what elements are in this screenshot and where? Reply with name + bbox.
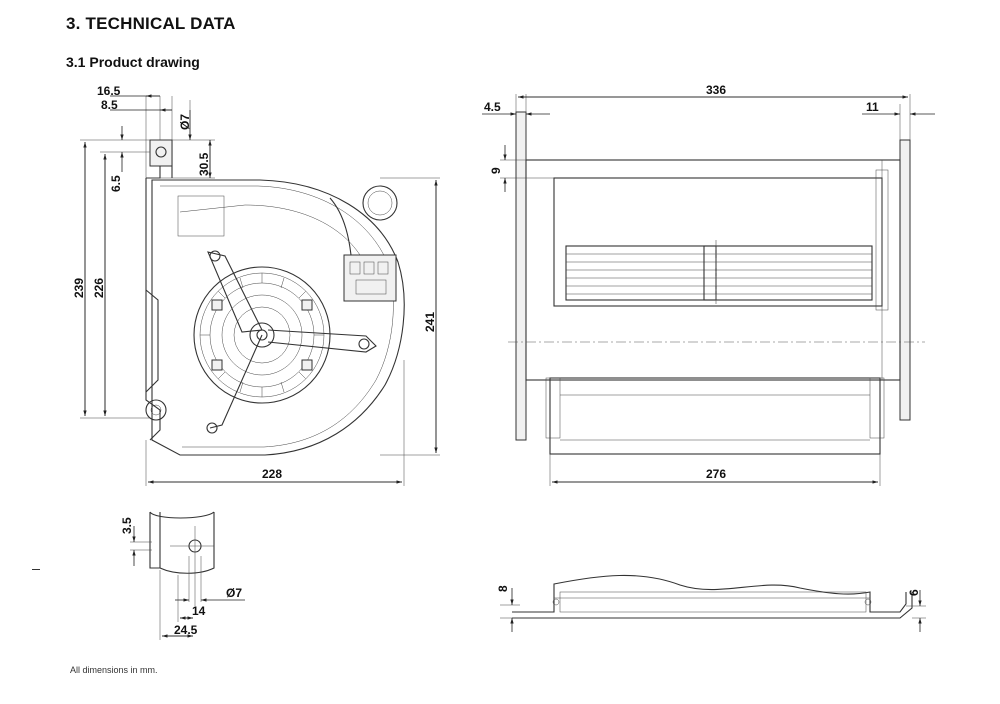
margin-mark [32, 569, 40, 570]
dim-16-5: 16.5 [97, 84, 121, 98]
dim-226: 226 [92, 278, 106, 298]
capacitor-box [177, 195, 225, 237]
terminal-block [343, 254, 397, 302]
mount-detail-view [130, 511, 245, 640]
dim-336: 336 [706, 83, 726, 97]
bottom-view [500, 574, 926, 632]
dim-9: 9 [489, 167, 503, 174]
motor-hub [249, 322, 275, 348]
fan-wheel [565, 245, 873, 301]
outlet-opening [553, 177, 883, 307]
impeller [193, 266, 331, 404]
dim-24-5: 24.5 [174, 623, 198, 637]
dim-241: 241 [423, 312, 437, 332]
top-mount-tab [149, 139, 173, 167]
side-view [482, 94, 935, 486]
dim-14: 14 [192, 604, 206, 618]
housing-body [525, 159, 901, 381]
left-flange [515, 111, 527, 441]
dim-8-5: 8.5 [101, 98, 118, 112]
dim-30-5: 30.5 [197, 152, 211, 176]
dim-276: 276 [706, 467, 726, 481]
mount-hole [155, 146, 167, 158]
dim-dia-7-detail: Ø7 [226, 586, 242, 600]
dim-11: 11 [866, 100, 879, 114]
dim-239: 239 [72, 278, 86, 298]
cable-loop [362, 185, 398, 221]
dim-4-5: 4.5 [484, 100, 501, 114]
dim-8: 8 [496, 585, 510, 592]
dimensions-note: All dimensions in mm. [70, 665, 158, 675]
dim-3-5: 3.5 [120, 517, 134, 534]
dim-6-5: 6.5 [109, 175, 123, 192]
dim-dia-7-top: Ø7 [178, 114, 192, 130]
front-view [80, 94, 440, 486]
right-flange [899, 139, 911, 421]
inlet-ring [549, 377, 881, 455]
dim-6: 6 [907, 589, 921, 596]
subsection-heading: 3.1 Product drawing [66, 54, 200, 70]
dim-228: 228 [262, 467, 282, 481]
bottom-mount-hole [145, 399, 167, 421]
section-heading: 3. TECHNICAL DATA [66, 14, 236, 33]
